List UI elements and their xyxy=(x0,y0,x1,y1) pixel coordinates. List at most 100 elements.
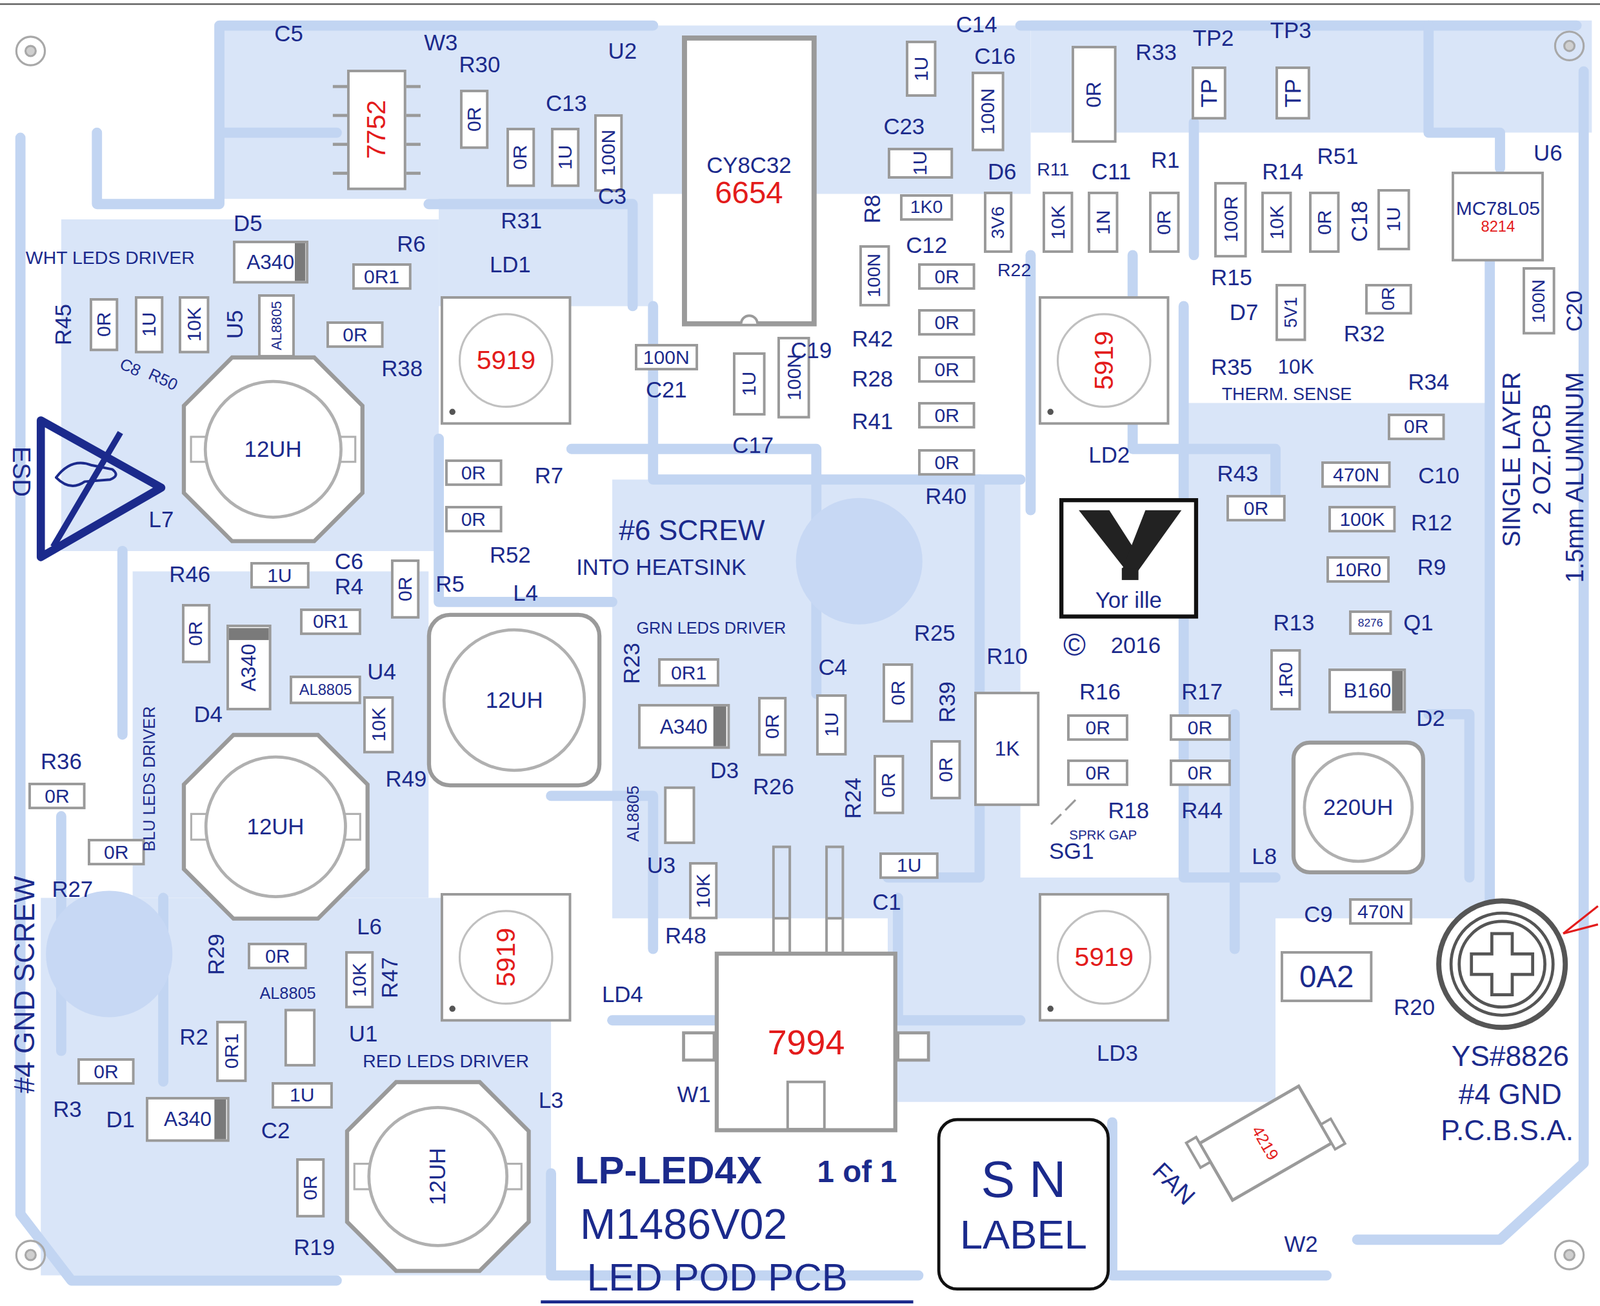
silkscreen-label: R26 xyxy=(752,774,795,799)
mounting-hole xyxy=(1564,40,1575,51)
component-value: 0R xyxy=(185,621,207,646)
component-body: 1U xyxy=(1377,189,1411,251)
spark-gap-symbol xyxy=(1065,800,1076,811)
silkscreen-label: R6 xyxy=(396,232,426,257)
component-body: 12UH xyxy=(426,612,602,788)
component-body: 10K xyxy=(345,950,374,1009)
component-value: 5919 xyxy=(476,346,536,375)
footprint-outline xyxy=(272,1082,332,1107)
component-body: 0R xyxy=(28,782,86,810)
footprint-outline xyxy=(919,450,975,475)
silkscreen-label: R13 xyxy=(1273,610,1315,635)
component-value: 0R1 xyxy=(363,266,400,288)
silkscreen-label: R31 xyxy=(500,208,542,233)
footprint-outline xyxy=(1185,1136,1210,1168)
mounting-hole xyxy=(25,45,37,57)
footprint-outline xyxy=(1150,192,1179,252)
footprint-outline xyxy=(294,243,306,282)
silkscreen-label: L7 xyxy=(149,507,175,532)
footprint-outline xyxy=(1327,557,1389,582)
silkscreen-label: R52 xyxy=(489,543,531,568)
component-value: 0R xyxy=(1187,762,1213,784)
component-body: Yor ille xyxy=(1059,498,1199,619)
footprint-outline xyxy=(405,113,420,117)
footprint-outline xyxy=(348,70,406,190)
component-value: 1U xyxy=(738,370,760,396)
silkscreen-label: R19 xyxy=(293,1234,335,1259)
component-value: 0A2 xyxy=(1299,960,1354,993)
component-body: 0A2 xyxy=(1280,950,1373,1002)
silkscreen-label: D3 xyxy=(710,758,739,783)
footprint-outline xyxy=(1350,899,1411,924)
silkscreen-label: R30 xyxy=(458,52,500,77)
component-body: 1K0 xyxy=(900,194,953,221)
silkscreen-label: R4 xyxy=(334,574,364,599)
component-body: 1U xyxy=(732,352,766,416)
component-value: 1K0 xyxy=(910,197,944,217)
silkscreen-label: R41 xyxy=(851,409,893,434)
component-body: AL8805 xyxy=(289,675,362,704)
footprint-outline xyxy=(552,129,579,186)
component-value: 0R xyxy=(103,841,129,863)
component-body: A340 xyxy=(232,240,309,284)
silkscreen-label: R24 xyxy=(841,777,866,819)
component-value: CY8C32 xyxy=(706,153,791,178)
silkscreen-label: R43 xyxy=(1217,461,1259,486)
silkscreen-label: R7 xyxy=(534,463,564,488)
silkscreen-label: C10 xyxy=(1418,463,1460,488)
footprint-outline xyxy=(332,84,348,88)
component-body: 100K xyxy=(1328,505,1396,533)
footprint-outline xyxy=(1040,894,1168,1020)
silkscreen-label: INTO HEATSINK xyxy=(576,555,746,580)
component-value: 0R xyxy=(934,359,960,380)
component-body: 0R xyxy=(1067,714,1129,741)
mounting-hole xyxy=(16,1240,45,1270)
silkscreen-label: R15 xyxy=(1210,265,1253,290)
copper-trace xyxy=(1025,254,1037,510)
silkscreen-label: ESD xyxy=(7,446,34,497)
footprint-outline xyxy=(1350,611,1391,634)
component-value: 0R1 xyxy=(221,1033,242,1070)
mounting-hole xyxy=(1564,1249,1575,1260)
footprint-outline xyxy=(898,1032,929,1060)
component-body: A340 xyxy=(226,624,272,711)
footprint-outline xyxy=(183,734,368,919)
component-value: 10R0 xyxy=(1334,559,1382,580)
footprint-outline xyxy=(290,676,360,703)
component-value: 100N xyxy=(865,253,885,298)
screw-pad xyxy=(796,498,923,625)
component-value: 12UH xyxy=(244,437,302,462)
component-value: 8214 xyxy=(1480,218,1515,235)
component-value: 0R xyxy=(934,452,960,473)
silkscreen-label: D4 xyxy=(193,702,222,727)
component-value: 0R1 xyxy=(670,662,707,684)
silkscreen-label: L8 xyxy=(1251,844,1277,869)
footprint-outline xyxy=(297,1159,324,1217)
component-value: 1U xyxy=(554,144,576,170)
footprint-outline xyxy=(1271,650,1300,710)
component-value: 10K xyxy=(1047,205,1069,240)
silkscreen-label: U5 xyxy=(223,310,248,339)
component-value: 470N xyxy=(1332,464,1380,486)
mounting-hole xyxy=(16,31,1584,1270)
component-value: 0R xyxy=(94,312,115,337)
footprint-outline xyxy=(1058,314,1151,407)
silkscreen-label: LD4 xyxy=(601,981,644,1006)
footprint-outline xyxy=(759,698,786,755)
component-body: 1N xyxy=(1087,191,1119,253)
silkscreen-label: R12 xyxy=(1410,510,1453,535)
footprint-outline xyxy=(1047,408,1054,415)
component-value: 7752 xyxy=(362,100,391,159)
component-body: 10K xyxy=(689,861,718,920)
component-value: 6654 xyxy=(714,176,784,210)
footprint-outline xyxy=(346,952,373,1008)
copper-trace xyxy=(20,137,337,1280)
footprint-outline xyxy=(889,149,952,178)
silkscreen-label: U1 xyxy=(349,1021,378,1046)
footprint-outline xyxy=(90,299,117,350)
footprint-outline xyxy=(1170,715,1230,740)
board-title: LP-LED4X xyxy=(574,1150,763,1191)
component-value: 0R xyxy=(1243,498,1269,519)
footprint-outline xyxy=(507,129,534,186)
connector-pins xyxy=(773,846,844,970)
